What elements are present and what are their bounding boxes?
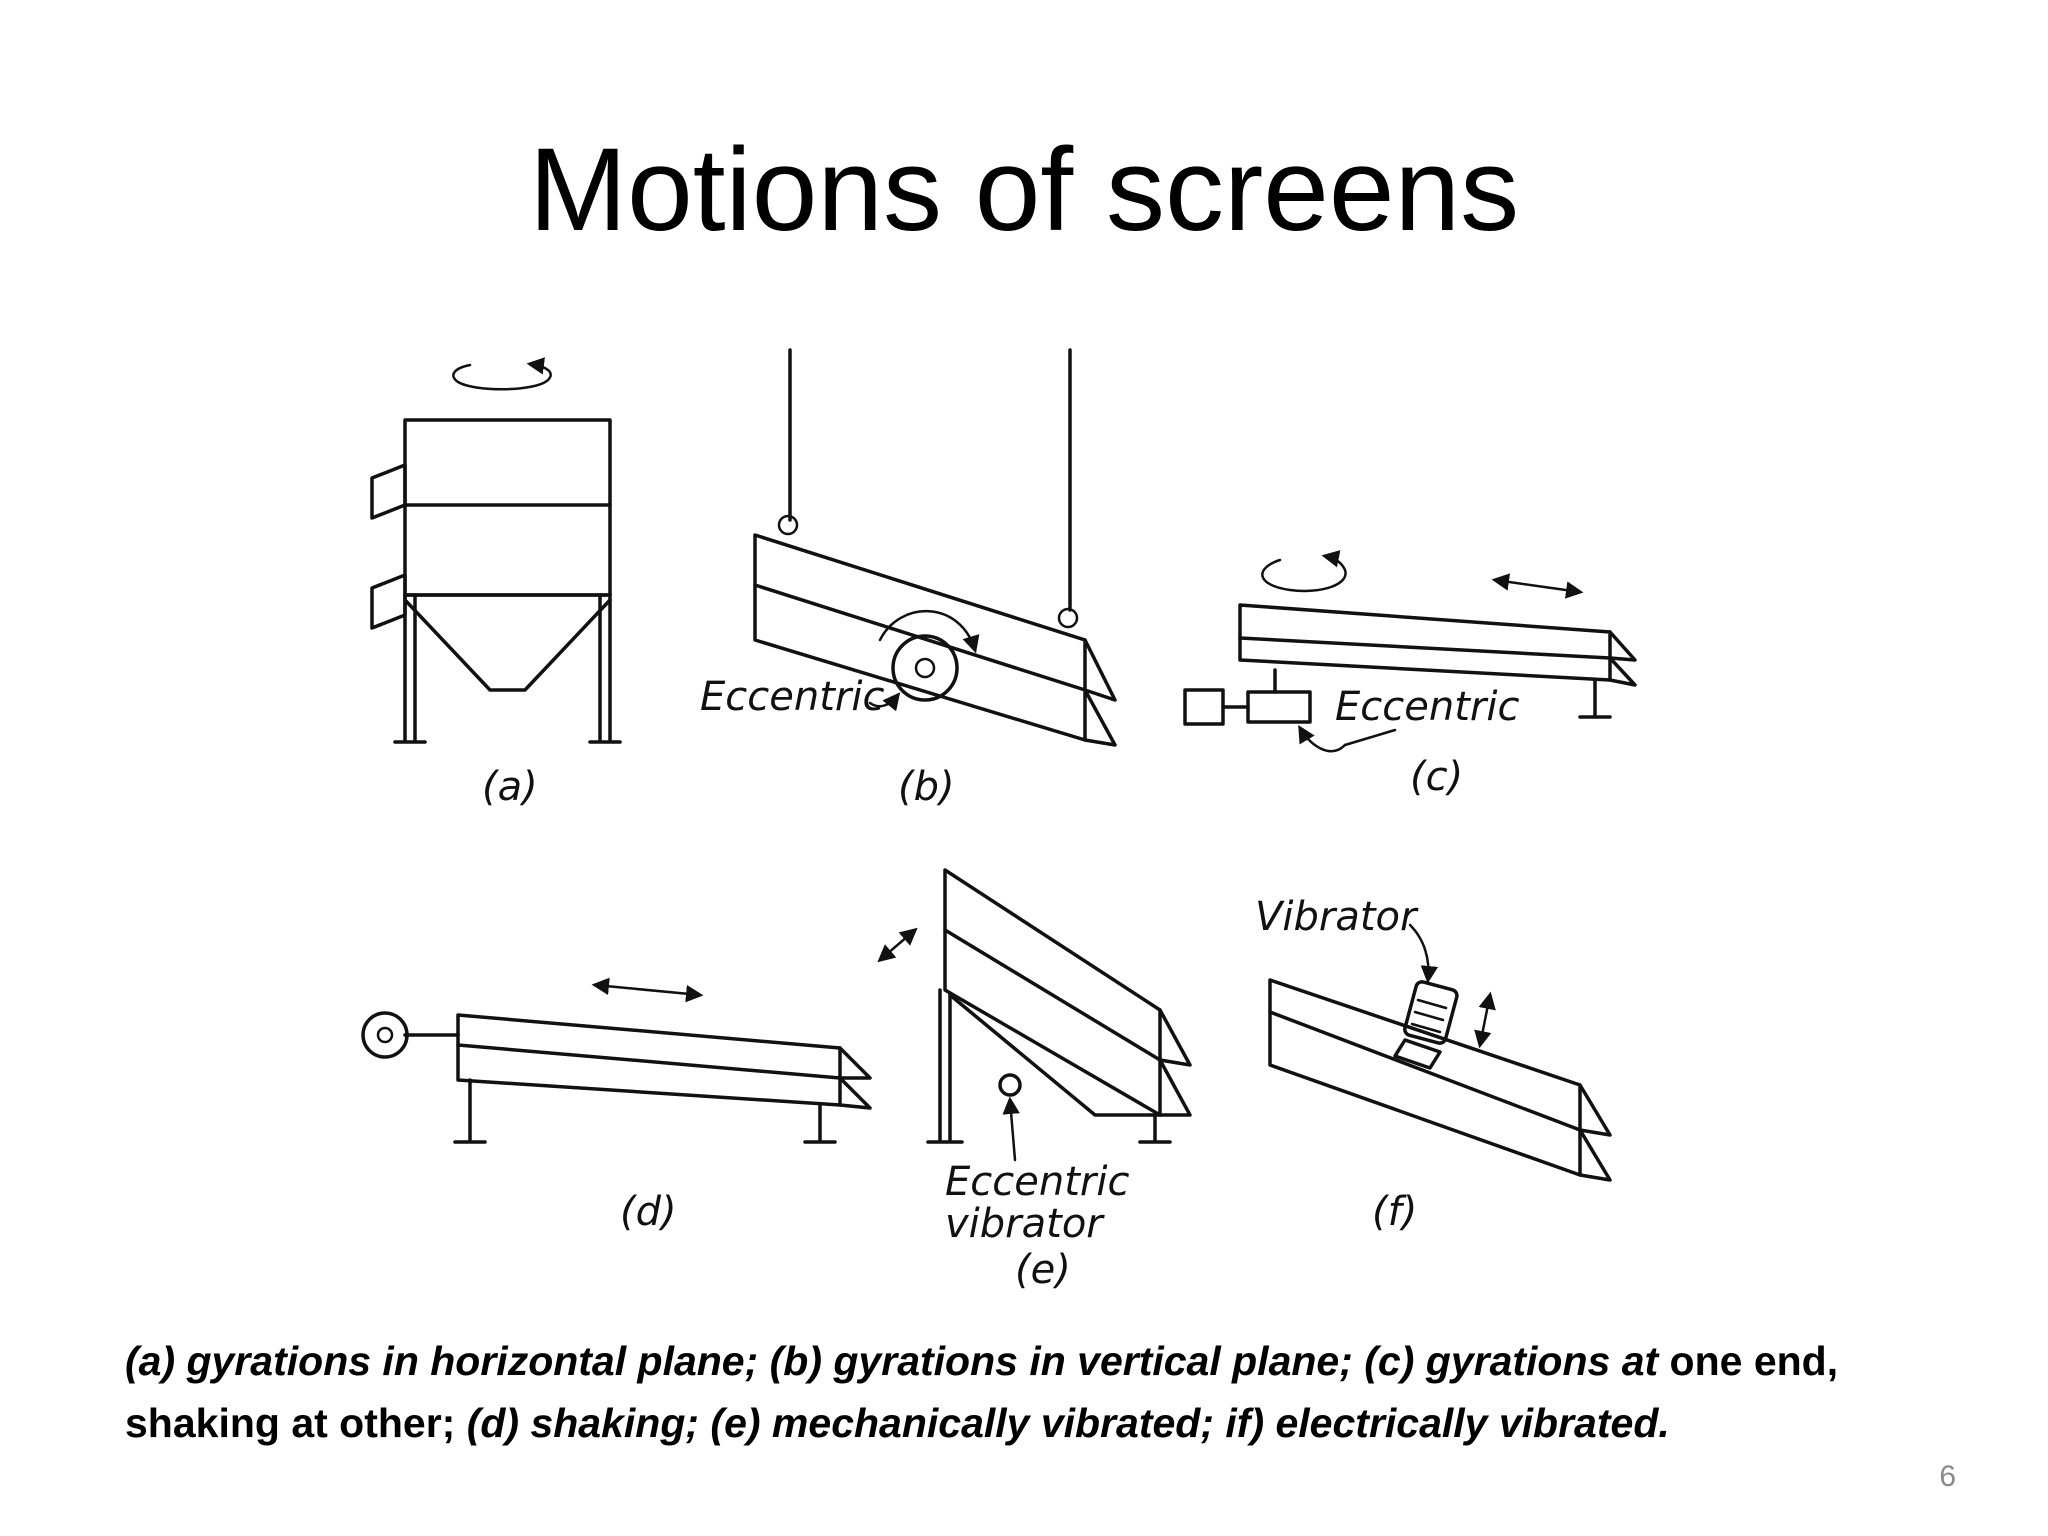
panel-b-discharge-lip-1 <box>1083 638 1117 702</box>
panel-f-electric-screen <box>1268 923 1612 1182</box>
page-number: 6 <box>1939 1460 1956 1493</box>
panel-b-rotation-arrow <box>878 609 980 654</box>
caption-part-2: one end, shaking at other; <box>125 1338 1839 1446</box>
panel-f-screen-body <box>1268 978 1582 1177</box>
panel-d-shaking-screen <box>361 977 872 1144</box>
panel-a-caption: (a) <box>482 764 538 810</box>
caption-part-1: (a) gyrations in horizontal plane; (b) g… <box>125 1338 1659 1384</box>
panel-d-crank <box>361 1011 409 1059</box>
panel-b-eccentric-label: Eccentric <box>700 674 884 720</box>
panel-c-caption: (c) <box>1410 754 1463 800</box>
panel-c-eccentric <box>1246 690 1312 724</box>
panel-a-hopper <box>403 598 612 692</box>
panel-f-vibration-arrow <box>1474 991 1496 1049</box>
panel-b-suspended-screen <box>753 348 1117 747</box>
panel-a-discharge-spout-1 <box>370 463 407 520</box>
panel-d-shaking-arrow <box>591 977 704 1003</box>
panel-b-caption: (b) <box>898 764 955 810</box>
panel-e-hopper <box>948 993 1162 1117</box>
panel-f-vibrator <box>1403 980 1459 1045</box>
panel-c-rotation-arrow <box>1261 550 1347 593</box>
slide-title: Motions of screens <box>528 124 1520 256</box>
panel-a-upper-box <box>403 418 612 597</box>
panel-a-discharge-spout-2 <box>370 573 407 630</box>
panel-e-eccentric-vibrator <box>998 1073 1022 1097</box>
panel-b-eccentric-wheel <box>891 634 959 702</box>
panel-e-caption: (e) <box>1015 1247 1071 1293</box>
panel-f-vibrator-label: Vibrator <box>1255 894 1419 940</box>
panel-b-discharge-lip-2 <box>1083 688 1117 747</box>
panel-c-motor <box>1183 688 1225 726</box>
panel-f-caption: (f) <box>1372 1189 1417 1235</box>
panel-c-eccentric-label: Eccentric <box>1335 684 1519 730</box>
panel-a-rotation-arrow <box>452 357 552 391</box>
panel-a-gyratory-screen <box>370 357 622 744</box>
panel-c-shaking-arrow <box>1491 573 1584 599</box>
figure-caption: (a) gyrations in horizontal plane; (b) g… <box>125 1330 1955 1454</box>
panel-c-screen <box>1183 550 1637 753</box>
caption-part-3: (d) shaking; (e) mechanically vibrated; … <box>466 1400 1670 1446</box>
panel-e-vibrated-screen <box>877 868 1192 1162</box>
panel-e-label-line2: vibrator <box>945 1201 1105 1247</box>
panel-e-label-line1: Eccentric <box>945 1159 1129 1205</box>
panel-e-vibration-arrow <box>877 927 918 963</box>
panel-d-caption: (d) <box>620 1189 677 1235</box>
